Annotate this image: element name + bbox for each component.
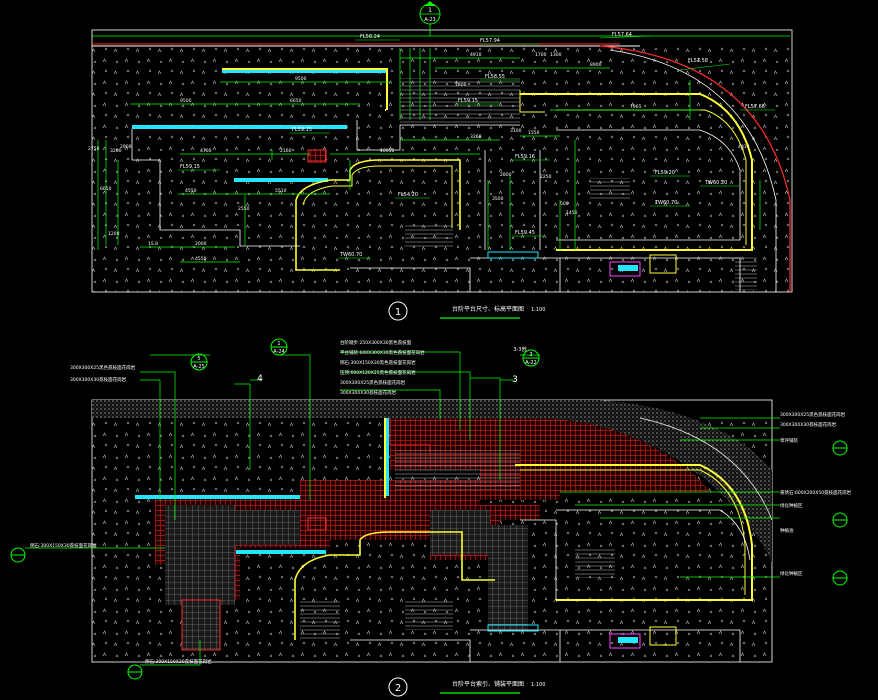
label-top-1: 平台铺装:600X300X30黑色荔枝面花岗岩 [340,349,425,356]
dimension-label: 9500 [295,76,307,82]
label-right-1: 300X300X30荔枝面花岗岩 [780,421,837,428]
label-left-0: 300X300X25黑色荔枝面花岗岩 [70,364,136,371]
callout-c5-bottom: A-25 [193,364,204,370]
dimension-label: 2900 [120,144,132,150]
elevation-label: FL54.20 [398,192,418,198]
dimension-label: 1700 [535,52,547,58]
elevation-label: FL58.55 [485,74,505,80]
label-top-4: 300X300X25黑色荔枝面花岗岩 [340,379,406,386]
elevation-label: FL59.15 [458,98,478,104]
dimension-label: 10050 [380,148,394,154]
dimension-label: 1450 [566,210,578,216]
elevation-label: FL57.64 [612,32,632,38]
label-top-5: 300X300X30荔枝面花岗岩 [340,389,397,396]
elevation-label: FL59.16 [515,154,535,160]
plan2-tile-area [165,505,235,605]
dimension-label: 3100 [510,128,522,134]
label-top-2: 侧石:300X150X30黑色荔枝面花岗岩 [340,359,416,366]
label-right-4: 绿化种植区 [780,502,803,509]
section-mark-number: 1 [428,7,432,14]
dimension-label: 9500 [180,98,192,104]
dimension-label: 3500 [492,196,504,202]
plan2-callout-circles [10,338,848,680]
elevation-label: TW60.20 [704,180,727,186]
dimension-label: 4550 [185,188,197,194]
elevation-label: FL57.66 [745,104,765,110]
dimension-label: 3200 [110,148,122,154]
plan1-wall [222,68,388,111]
section-mark: 1 A-23 [419,1,441,36]
label-right-5: 种植池 [780,527,794,534]
callout-c3-top: 3 [529,352,532,358]
dimension-label: 500 [560,201,569,207]
callout-c1-bottom: A-24 [273,349,284,355]
label-right-6: 绿化种植区 [780,570,803,577]
elevation-label: FL59.45 [515,230,535,236]
plan2-title-block: 2 台阶平台索引、铺装平面图 1:100 [388,677,545,697]
label-left-1: 300X300X30荔枝面花岗岩 [70,376,127,383]
plan2-number: 2 [395,683,401,694]
callout-c5-top: 5 [197,356,200,362]
dimension-label: 4910 [470,52,482,58]
plan-1: 1 A-23 1 台阶平台尺寸、标高平面图 1:100 FL58.24FL57.… [88,1,793,321]
dimension-label: 1200 [108,231,120,237]
plan1-title-block: 1 台阶平台尺寸、标高平面图 1:100 [388,301,545,321]
label-right-0: 300X300X25黑色荔枝面花岗岩 [780,411,846,418]
elevation-label: TW60.70 [339,252,362,258]
dimension-label: 4550 [195,256,207,262]
label-bottom-left-1: 侧石:300X150X30荔枝面花岗岩 [145,658,212,665]
callout-c4-label: 4 [257,374,263,384]
elevation-label: FL57.58 [688,58,708,64]
label-right-2: 草坪铺装 [780,437,798,444]
callout-c1-top: 1 [277,341,280,347]
dimension-label: 1550 [528,130,540,136]
dimension-label: 4910 [738,144,750,150]
plan2-callout-numbers: 5 A-25 1 A-24 3 A-22 3-3剖 4 3 [193,341,536,385]
callout-c3-bottom: A-22 [525,360,536,366]
elevation-label: FL59.15 [180,164,200,170]
dimension-label: 3260 [470,134,482,140]
plan2-scale: 1:100 [531,682,545,688]
dimension-label: 2160 [280,148,292,154]
plan1-title: 台阶平台尺寸、标高平面图 [452,305,524,313]
plan1-number: 1 [395,307,401,318]
callout-c3-number: 3 [512,375,518,385]
elevation-label: FL57.94 [480,38,500,44]
dimension-label: 5510 [275,188,287,194]
label-top-3: 压顶:600X120X25黑色荔枝面花岗岩 [340,369,416,376]
label-top-0: 台阶踏步:250X300X30黑色荔枝面 [340,339,412,346]
dimension-label: 1300 [550,52,562,58]
plan-2: 5 A-25 1 A-24 3 A-22 3-3剖 4 3 2 台阶平台索引、铺… [10,338,852,697]
elevation-label: FL59.15 [292,127,312,133]
label-right-3: 黄锈石:600X200X50荔枝面花岗岩 [780,489,852,496]
dimension-label: 6650 [100,186,112,192]
elevation-label: FL58.24 [360,34,380,40]
plan2-material-labels: 300X300X25黑色荔枝面花岗岩 300X300X30荔枝面花岗岩 台阶踏步… [30,339,852,665]
dimension-label: 2250 [540,174,552,180]
dimension-label: 2750 [88,146,100,152]
label-bottom-left-0: 侧石:300X150X30荔枝面花岗岩 [30,542,97,549]
dimension-label: 6650 [290,98,302,104]
dimension-label: 8900 [590,62,602,68]
dimension-label: 7965 [630,104,642,110]
elevation-label: FL59.20 [655,170,675,176]
plan2-title: 台阶平台索引、铺装平面图 [452,680,524,688]
callout-c3-label: 3-3剖 [513,346,526,353]
dimension-label: 2800 [500,172,512,178]
section-mark-sheet: A-23 [424,17,435,23]
dimension-label: 2000 [195,241,207,247]
plan1-scale: 1:100 [531,307,545,313]
dimension-label: 15.8 [148,241,158,247]
plan1-curve [599,45,791,292]
elevation-label: TW60.70 [654,200,677,206]
dimension-label: 1800 [455,82,467,88]
dimension-label: 2550 [238,206,250,212]
dimension-label: 4700 [200,148,212,154]
